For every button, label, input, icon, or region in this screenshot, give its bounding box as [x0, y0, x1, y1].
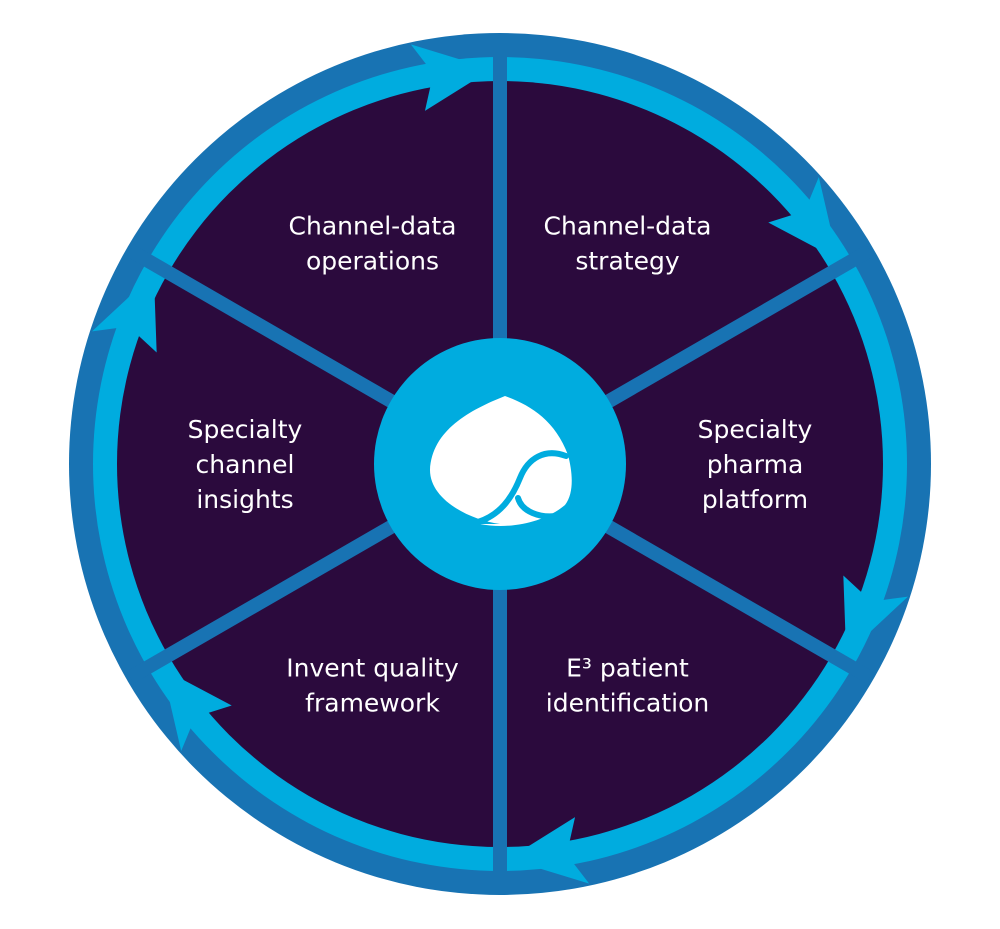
segment-invent-quality-framework: [168, 464, 501, 847]
segment-label-invent-quality-framework: Invent quality framework: [286, 653, 459, 717]
label-line: channel: [196, 450, 295, 479]
spade-drop-logo-icon: [430, 396, 572, 526]
arrowheads: [91, 44, 909, 884]
arrowhead-icon: [508, 817, 590, 884]
label-line: strategy: [575, 247, 679, 276]
segment-specialty-channel-insights: [116, 272, 500, 656]
label-line: platform: [702, 485, 808, 514]
segment-channel-data-operations: [168, 81, 501, 464]
segment-label-e3-patient-identification: E³ patient identification: [546, 653, 710, 717]
label-line: framework: [305, 688, 440, 717]
logo-body: [430, 396, 572, 526]
segment-e3-patient-identification: [500, 464, 832, 847]
arrowhead-icon: [91, 273, 157, 353]
segments: [116, 81, 883, 847]
arrowhead-icon: [843, 575, 909, 655]
label-line: Specialty: [698, 415, 813, 444]
arrowhead-icon: [768, 176, 838, 260]
label-line: E³ patient: [566, 653, 689, 682]
label-line: operations: [306, 247, 439, 276]
segment-label-channel-data-strategy: Channel-data strategy: [544, 212, 712, 276]
label-line: Invent quality: [286, 653, 459, 682]
segment-label-specialty-channel-insights: Specialty channel insights: [188, 415, 303, 514]
logo-wave: [475, 450, 569, 525]
segment-label-specialty-pharma-platform: Specialty pharma platform: [698, 415, 813, 514]
label-line: pharma: [707, 450, 804, 479]
arrowhead-icon: [162, 668, 232, 752]
label-line: Channel-data: [544, 212, 712, 241]
segment-label-channel-data-operations: Channel-data operations: [289, 212, 457, 276]
label-line: insights: [196, 485, 293, 514]
label-line: identification: [546, 688, 710, 717]
label-line: Channel-data: [289, 212, 457, 241]
segment-specialty-pharma-platform: [500, 272, 883, 656]
segment-channel-data-strategy: [500, 81, 832, 464]
arrowhead-icon: [410, 44, 492, 111]
label-line: Specialty: [188, 415, 303, 444]
